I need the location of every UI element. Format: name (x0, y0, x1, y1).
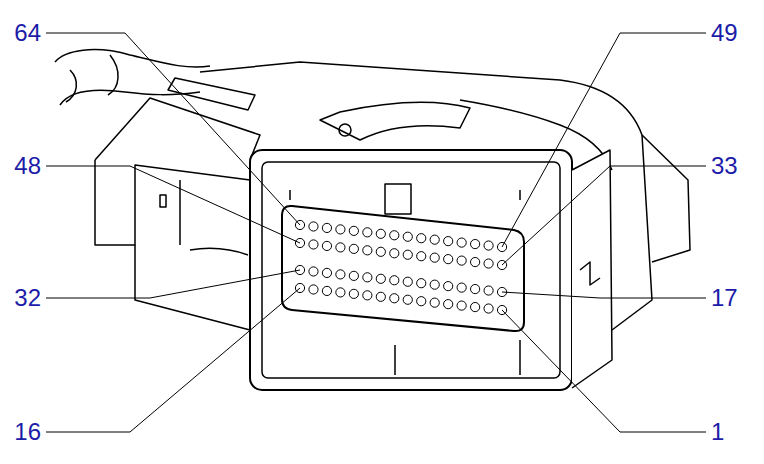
pin (471, 284, 480, 293)
pin (403, 277, 412, 286)
pin (444, 282, 453, 291)
side-mark (580, 262, 600, 285)
pin (336, 225, 345, 234)
pin (363, 273, 372, 282)
pin (349, 289, 358, 298)
leader-line (46, 288, 300, 432)
pin (457, 256, 466, 265)
pin (309, 222, 318, 231)
pin (430, 280, 439, 289)
pin (471, 257, 480, 266)
pin (457, 238, 466, 247)
latch-plate (320, 102, 470, 140)
pin (471, 239, 480, 248)
leader-line (502, 166, 706, 265)
callout-number: 64 (14, 21, 41, 45)
key-rib (385, 184, 411, 214)
pin (484, 259, 493, 268)
pin (322, 286, 331, 295)
pin (484, 304, 493, 313)
pin (417, 234, 426, 243)
pin (390, 276, 399, 285)
latch-hole (339, 124, 351, 136)
pin (484, 241, 493, 250)
housing-body (642, 135, 690, 262)
cable-outline (108, 55, 118, 95)
pin (376, 247, 385, 256)
front-face-inner (262, 162, 560, 378)
pin (471, 302, 480, 311)
callout-number: 16 (14, 420, 41, 444)
leader-line (46, 166, 300, 243)
frame-outline (135, 245, 250, 330)
pin (349, 244, 358, 253)
pin (444, 255, 453, 264)
pin (457, 301, 466, 310)
callout-number: 32 (14, 286, 41, 310)
pin (322, 241, 331, 250)
pin (390, 231, 399, 240)
pin (390, 249, 399, 258)
pin (430, 235, 439, 244)
pin (417, 279, 426, 288)
pin (309, 267, 318, 276)
cable-outline (55, 50, 210, 67)
cable-outline (66, 70, 76, 102)
leader-line (46, 270, 300, 298)
pin-grid (295, 220, 506, 314)
pin (336, 288, 345, 297)
frame-detail (160, 195, 166, 207)
pin (403, 232, 412, 241)
callout-number: 48 (14, 154, 41, 178)
pin (309, 240, 318, 249)
frame-detail (180, 180, 248, 255)
pin (322, 223, 331, 232)
pin (322, 268, 331, 277)
callout-number: 33 (711, 154, 738, 178)
pin (444, 237, 453, 246)
callout-number: 17 (711, 286, 738, 310)
pin (444, 300, 453, 309)
pin (363, 291, 372, 300)
pin (376, 292, 385, 301)
pin (363, 246, 372, 255)
pin (417, 252, 426, 261)
leader-line (502, 33, 706, 247)
pin (457, 283, 466, 292)
pin (376, 229, 385, 238)
leader-line (502, 310, 706, 432)
pin (403, 295, 412, 304)
housing-side (572, 150, 612, 388)
pin (430, 253, 439, 262)
callout-number: 1 (711, 420, 724, 444)
pin (417, 297, 426, 306)
leader-line (46, 33, 300, 225)
frame-outline (95, 160, 250, 245)
leader-line (502, 292, 706, 298)
pin (349, 226, 358, 235)
pin (336, 270, 345, 279)
pin (336, 243, 345, 252)
pin (430, 298, 439, 307)
pin (349, 271, 358, 280)
pin (484, 286, 493, 295)
callout-number: 49 (711, 21, 738, 45)
pin-field (282, 206, 524, 331)
pin (376, 274, 385, 283)
pin (309, 285, 318, 294)
pin (363, 228, 372, 237)
pin (403, 250, 412, 259)
pin (390, 294, 399, 303)
leader-lines (46, 33, 706, 432)
